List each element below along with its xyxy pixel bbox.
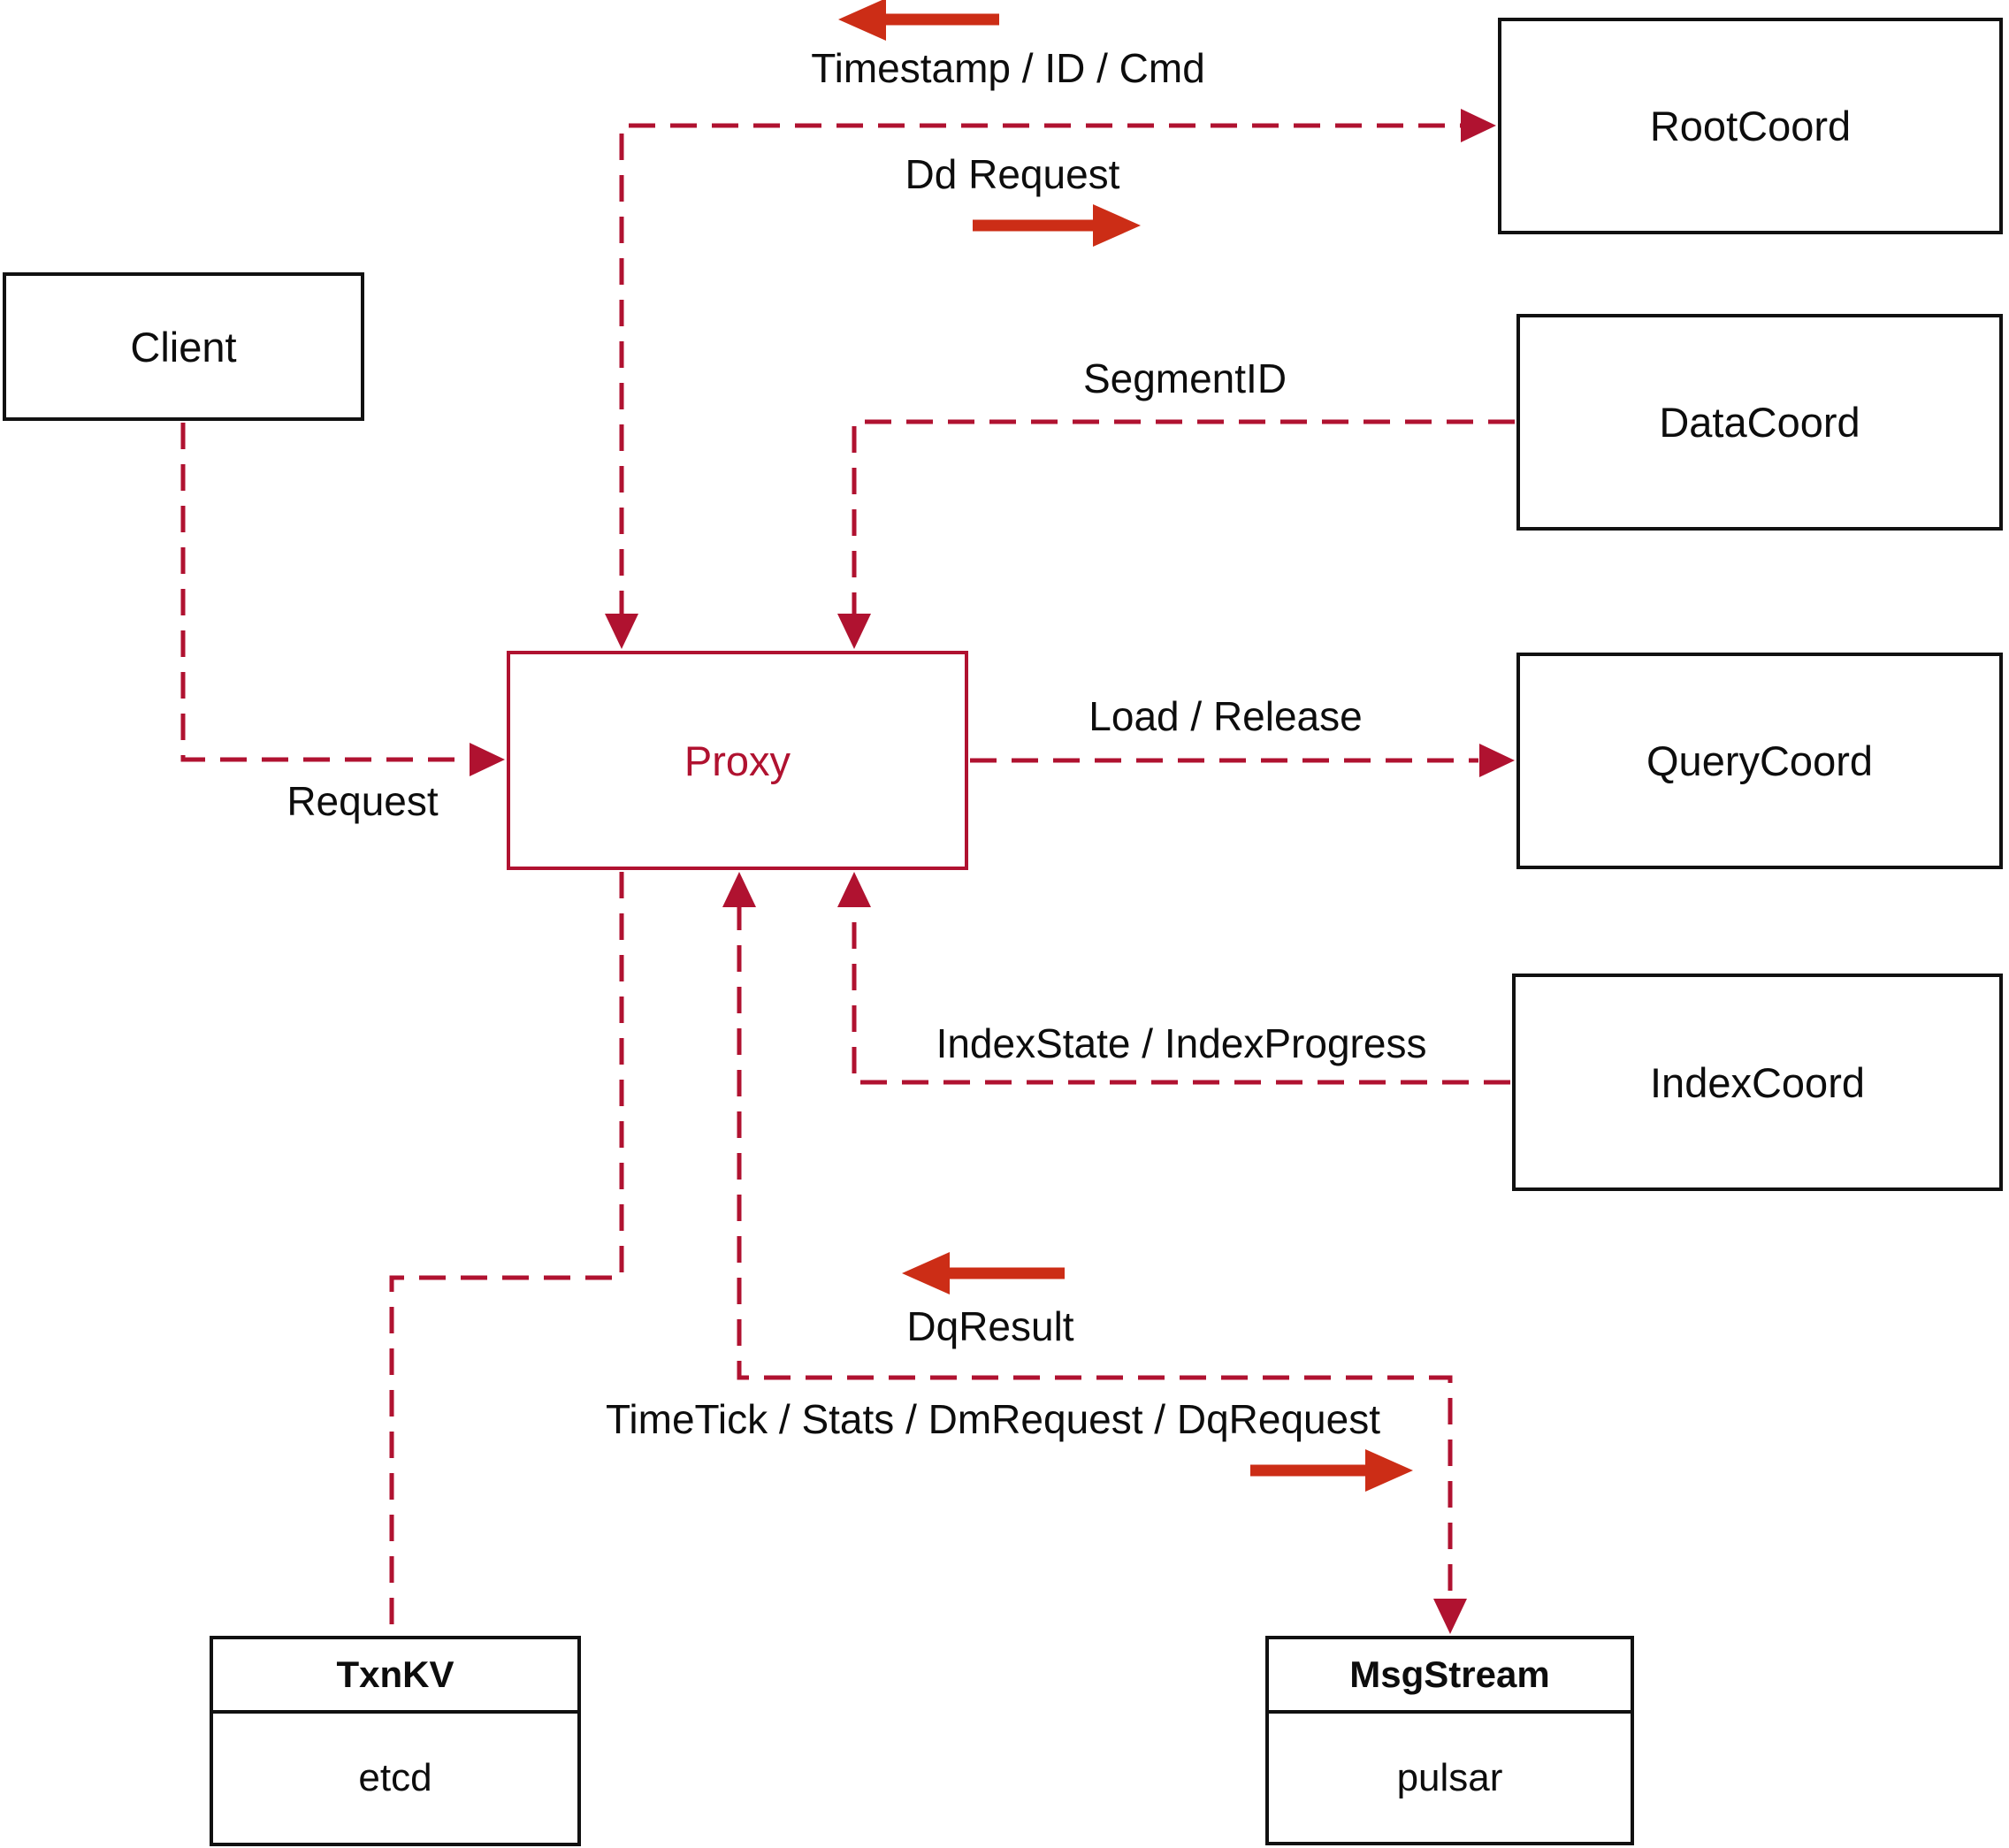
node-client-label: Client <box>130 323 237 370</box>
arrowhead-into-proxy-bottom-mid <box>722 872 756 907</box>
arrowhead-into-proxy-left <box>470 743 505 776</box>
direction-arrow-left-top-head <box>838 0 886 41</box>
node-client: Client <box>3 272 364 421</box>
node-txnkv: TxnKV etcd <box>210 1636 581 1846</box>
direction-arrow-left-dqresult-head <box>902 1252 950 1294</box>
edge-label-load-release: Load / Release <box>1089 693 1363 739</box>
edge-indexcoord-to-proxy <box>852 904 1510 1085</box>
edge-proxy-msgstream <box>737 904 1453 1602</box>
node-datacoord: DataCoord <box>1516 314 2003 531</box>
edge-proxy-rootcoord <box>619 123 1482 617</box>
edge-proxy-to-txnkv <box>389 872 624 1634</box>
edge-label-indexstate-indexprogress: IndexState / IndexProgress <box>936 1020 1427 1066</box>
node-msgstream: MsgStream pulsar <box>1265 1636 1634 1845</box>
node-indexcoord-label: IndexCoord <box>1650 1058 1865 1106</box>
node-rootcoord: RootCoord <box>1498 18 2003 234</box>
arrowhead-into-rootcoord <box>1461 109 1496 142</box>
edge-client-to-proxy <box>180 423 492 762</box>
node-querycoord: QueryCoord <box>1516 653 2003 869</box>
node-txnkv-subtitle: etcd <box>358 1756 432 1799</box>
node-datacoord-label: DataCoord <box>1659 399 1860 446</box>
arrowhead-into-proxy-bottom-right <box>837 872 871 907</box>
direction-arrow-right-timetick-head <box>1365 1449 1413 1492</box>
arrowhead-into-proxy-top-left <box>605 614 638 649</box>
direction-arrow-right-ddrequest-head <box>1093 204 1141 247</box>
edge-datacoord-to-proxy <box>852 419 1515 617</box>
edge-label-request: Request <box>286 778 439 824</box>
edge-label-dd-request: Dd Request <box>905 151 1120 197</box>
node-msgstream-subtitle: pulsar <box>1396 1755 1503 1799</box>
arrowhead-into-querycoord <box>1479 744 1515 777</box>
edge-label-dqresult: DqResult <box>906 1303 1074 1349</box>
node-proxy-label: Proxy <box>684 737 791 784</box>
node-txnkv-title: TxnKV <box>213 1639 577 1714</box>
arrowhead-into-proxy-top-right <box>837 614 871 649</box>
arrowhead-into-msgstream <box>1433 1599 1467 1634</box>
edge-label-timetick-stats-dmrequest-dqrequest: TimeTick / Stats / DmRequest / DqRequest <box>606 1396 1380 1442</box>
node-proxy: Proxy <box>507 651 968 870</box>
node-querycoord-label: QueryCoord <box>1646 737 1873 784</box>
node-rootcoord-label: RootCoord <box>1649 103 1852 149</box>
edge-label-timestamp-id-cmd: Timestamp / ID / Cmd <box>811 45 1205 91</box>
edge-label-segmentid: SegmentID <box>1082 355 1287 401</box>
node-msgstream-title: MsgStream <box>1269 1639 1631 1714</box>
node-indexcoord: IndexCoord <box>1512 974 2003 1191</box>
